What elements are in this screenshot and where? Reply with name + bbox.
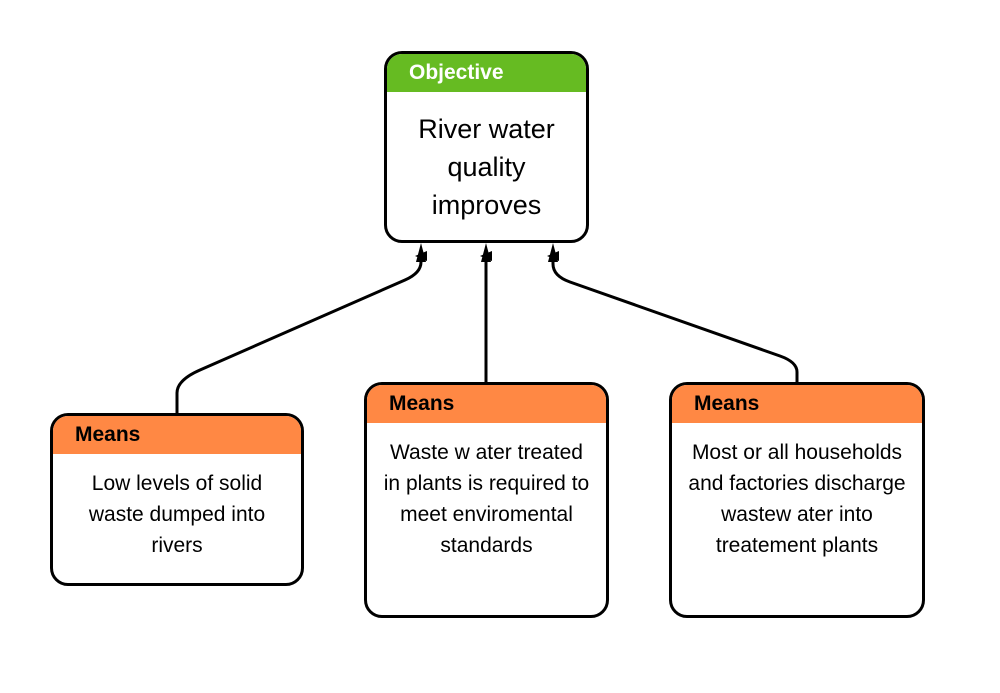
objective-node: Objective River water quality improves	[384, 51, 589, 243]
objective-header: Objective	[387, 54, 586, 92]
means-text-left: Low levels of solid waste dumped into ri…	[88, 472, 266, 557]
means-node-right: Means Most or all households and factori…	[669, 382, 925, 618]
means-header-right: Means	[672, 385, 922, 423]
arrowhead-right	[548, 243, 558, 262]
arrowhead-center	[481, 243, 491, 262]
means-text-right: Most or all households and factories dis…	[688, 441, 906, 557]
means-header-center: Means	[367, 385, 606, 423]
means-text-center: Waste w ater treated in plants is requir…	[383, 441, 590, 557]
means-header-left: Means	[53, 416, 301, 454]
arrowhead-left	[416, 243, 426, 262]
means-node-center: Means Waste w ater treated in plants is …	[364, 382, 609, 618]
objective-text: River water quality improves	[418, 114, 555, 220]
means-node-left: Means Low levels of solid waste dumped i…	[50, 413, 304, 586]
connector-left-arrow	[175, 251, 427, 413]
connector-right-arrow	[547, 251, 799, 382]
